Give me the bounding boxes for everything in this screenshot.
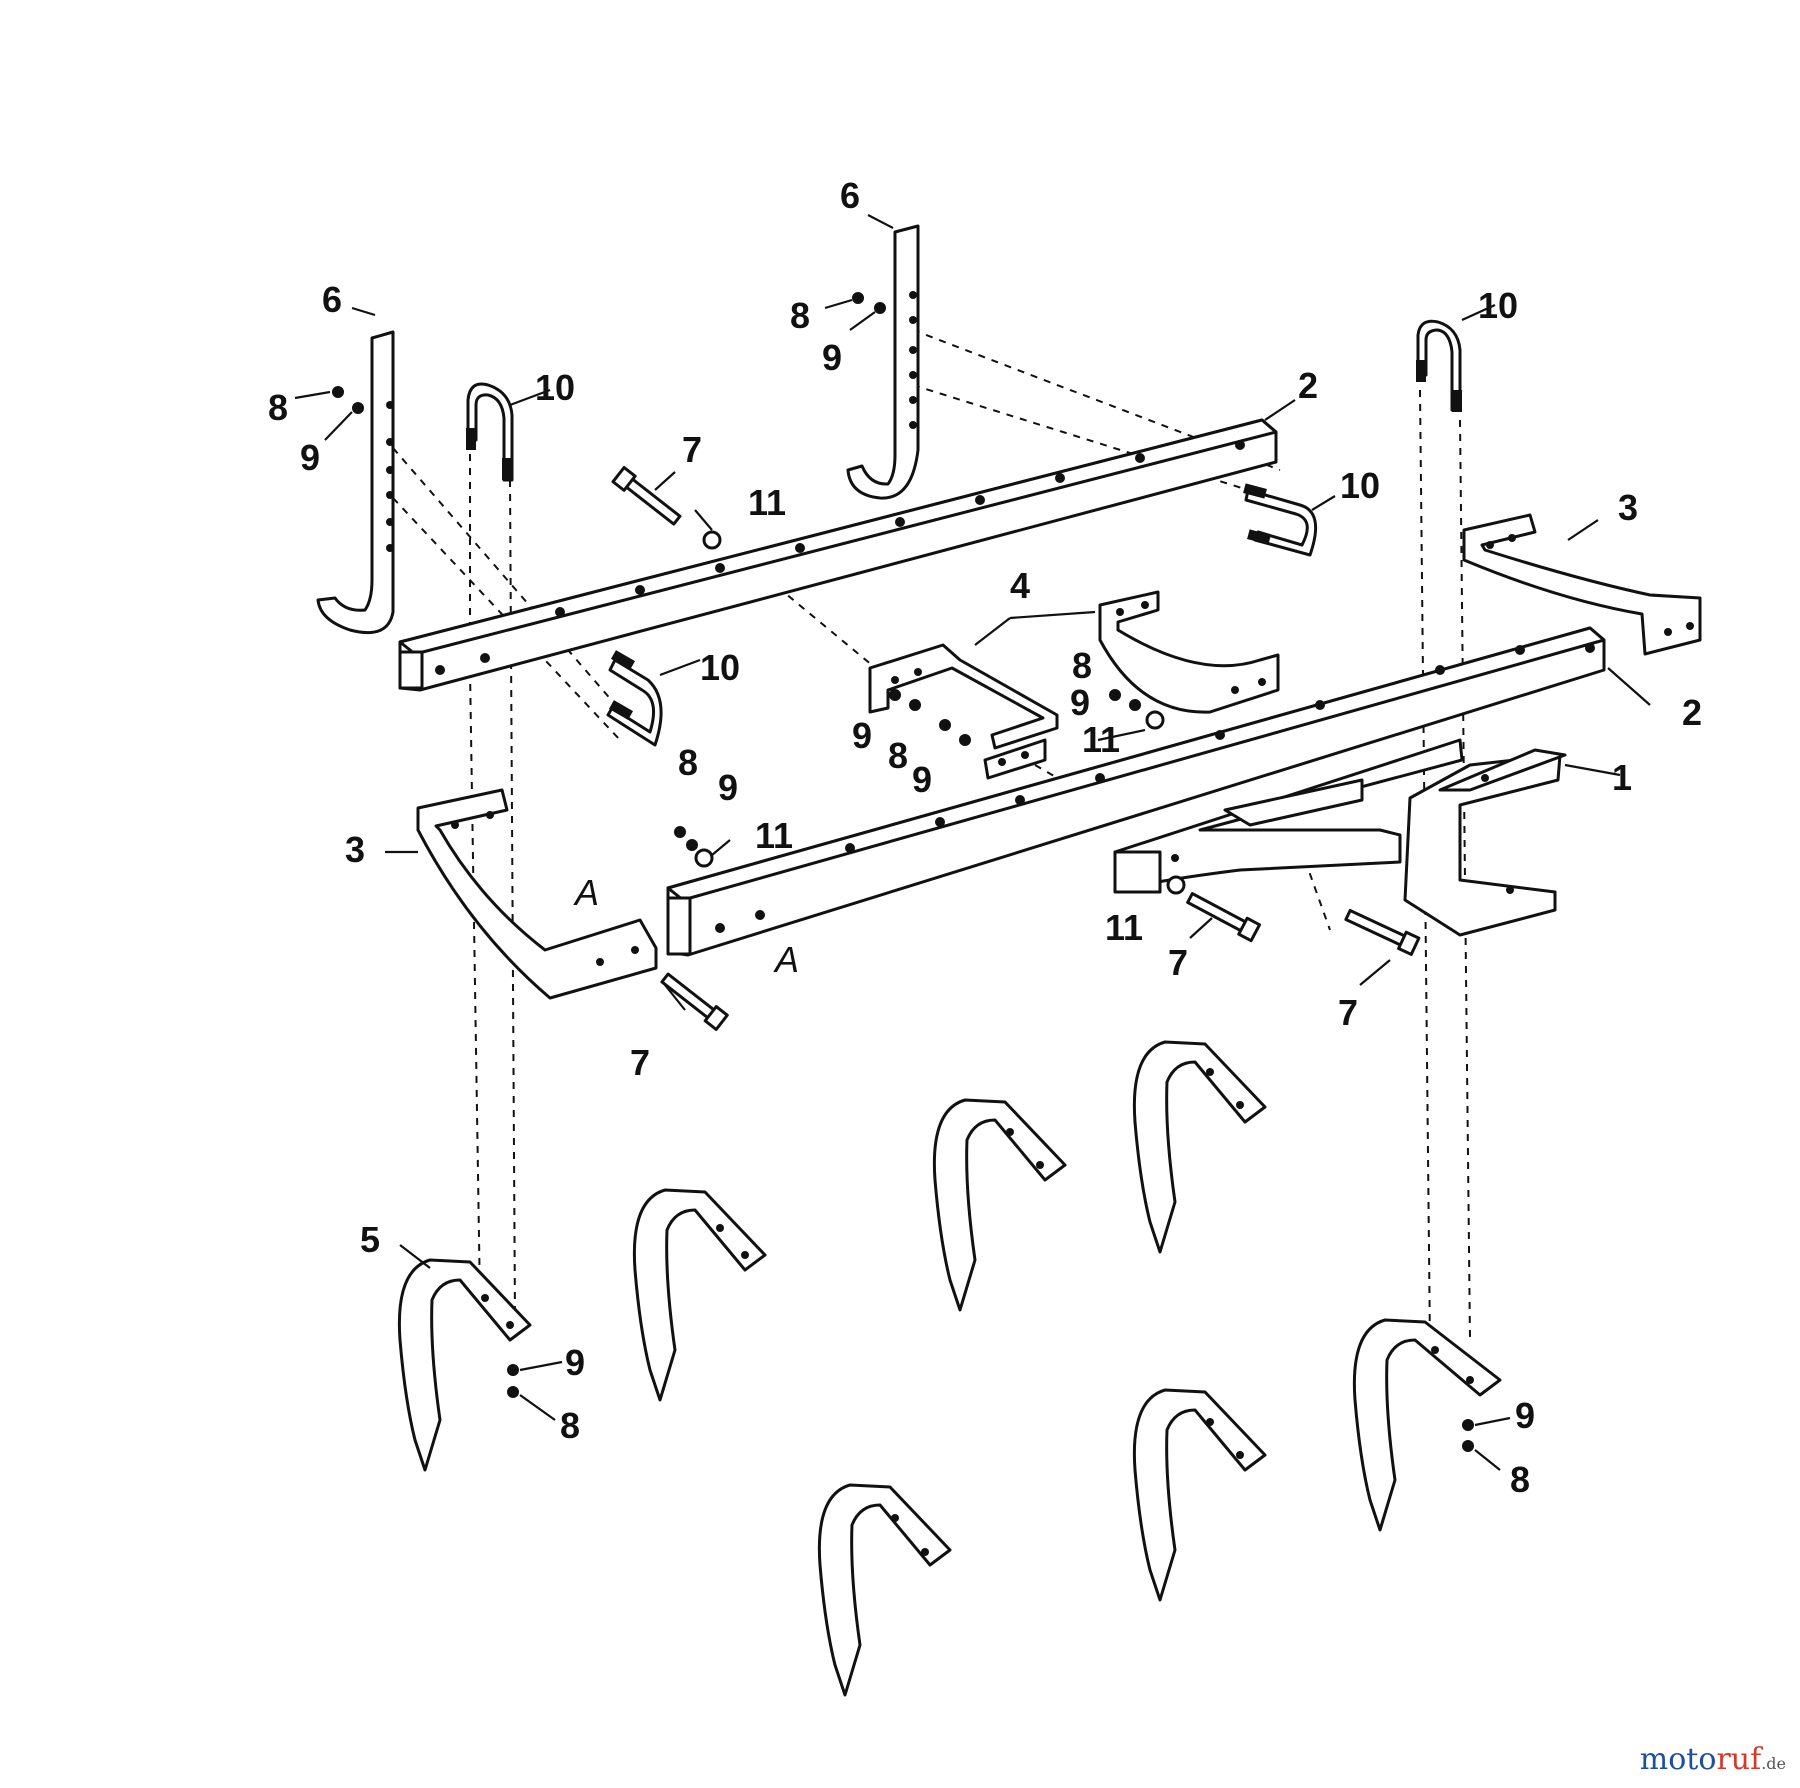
callout-10-left: 10 xyxy=(535,367,575,408)
callout-2-lower: 2 xyxy=(1682,692,1702,733)
watermark-part2: ruf xyxy=(1716,1742,1762,1777)
callout-8-bracket-left: 8 xyxy=(888,735,908,776)
callout-7-top: 7 xyxy=(682,429,702,470)
callout-3-left: 3 xyxy=(345,829,365,870)
watermark-part1: moto xyxy=(1639,1742,1717,1777)
callout-1: 1 xyxy=(1612,757,1632,798)
part-8-9-11-hardware xyxy=(332,292,1474,1452)
callout-10-mid-right: 10 xyxy=(1340,465,1380,506)
part-1-hitch xyxy=(1113,738,1567,937)
part-6-center-j-hook xyxy=(846,224,920,500)
callout-9-bracket-left: 9 xyxy=(852,715,872,756)
callout-6-center: 6 xyxy=(840,175,860,216)
callout-4: 4 xyxy=(1010,565,1030,606)
callout-8-bar: 8 xyxy=(678,742,698,783)
part-7-bolts xyxy=(611,466,1421,1031)
callout-9-bracket-lower: 9 xyxy=(912,759,932,800)
callout-8-tine-right: 8 xyxy=(1510,1459,1530,1500)
callout-9-bar: 9 xyxy=(718,767,738,808)
part-2-lower-bar xyxy=(666,626,1606,957)
callout-labels: 1 2 2 3 3 4 5 6 6 7 7 7 7 8 8 8 8 8 8 8 … xyxy=(268,175,1702,1500)
callout-7-left: 7 xyxy=(630,1042,650,1083)
part-5-tines xyxy=(397,1040,1502,1697)
part-2-upper-bar xyxy=(398,418,1278,692)
part-10-u-bolts xyxy=(466,319,1462,747)
callout-2-upper: 2 xyxy=(1298,365,1318,406)
callout-11-bar: 11 xyxy=(755,815,793,856)
part-3-left-bracket xyxy=(416,788,658,1000)
leader-lines xyxy=(294,214,1651,1471)
callout-11-top: 11 xyxy=(748,482,786,523)
callout-11-hitch: 11 xyxy=(1105,907,1143,948)
part-4-brackets xyxy=(868,590,1280,780)
callout-A-bar: A xyxy=(773,939,799,980)
callout-9-bracket-right: 9 xyxy=(1070,682,1090,723)
callout-8-bracket-right: 8 xyxy=(1072,645,1092,686)
callout-10-mid-left: 10 xyxy=(700,647,740,688)
callout-6-left: 6 xyxy=(322,279,342,320)
watermark-suffix: .de xyxy=(1761,1754,1786,1773)
callout-5: 5 xyxy=(360,1219,380,1260)
callout-8-center: 8 xyxy=(790,295,810,336)
callout-8-tine-left: 8 xyxy=(560,1405,580,1446)
callout-7-center: 7 xyxy=(1168,942,1188,983)
callout-9-tine-left: 9 xyxy=(565,1342,585,1383)
callout-10-right: 10 xyxy=(1478,285,1518,326)
callout-11-bracket: 11 xyxy=(1082,719,1120,760)
callout-3-right: 3 xyxy=(1618,487,1638,528)
callout-9-tine-right: 9 xyxy=(1515,1395,1535,1436)
callout-8-left: 8 xyxy=(268,387,288,428)
part-3-right-bracket xyxy=(1462,513,1702,656)
callout-7-right: 7 xyxy=(1338,992,1358,1033)
part-6-left-j-hook xyxy=(316,330,395,635)
callout-A-bracket: A xyxy=(573,872,599,913)
watermark-logo: motoruf.de xyxy=(1640,1742,1786,1777)
callout-9-center: 9 xyxy=(822,337,842,378)
callout-9-left: 9 xyxy=(300,437,320,478)
